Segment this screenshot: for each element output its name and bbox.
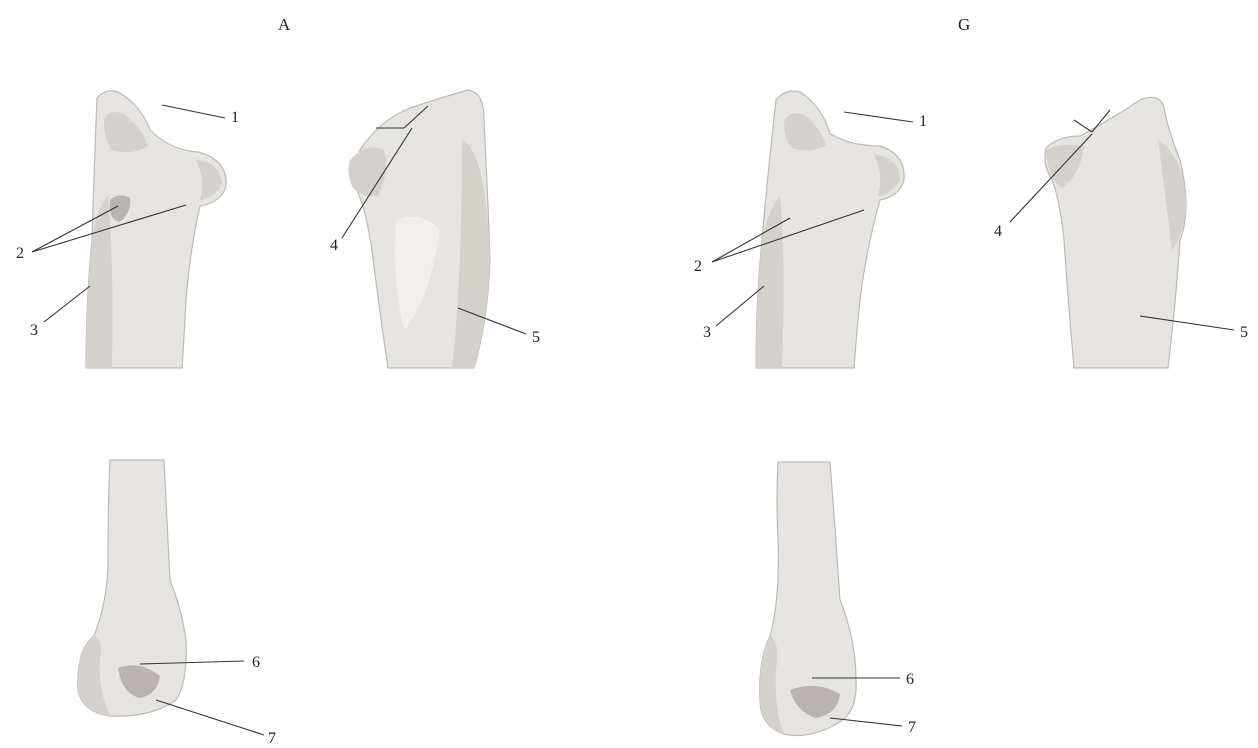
- label-a-6: 6: [252, 654, 260, 671]
- label-g-7: 7: [908, 719, 916, 736]
- label-a-7: 7: [268, 730, 276, 747]
- leader-g-4-tick1: [1074, 120, 1092, 132]
- panel-title-g: G: [958, 15, 970, 34]
- label-a-1: 1: [231, 109, 239, 126]
- bone-g-proximal-view2: [1045, 97, 1186, 368]
- label-g-3: 3: [703, 324, 711, 341]
- label-g-2: 2: [694, 258, 702, 275]
- label-g-5: 5: [1240, 324, 1248, 341]
- leader-a-1: [162, 105, 225, 118]
- label-a-3: 3: [30, 322, 38, 339]
- bone-a-proximal-view2: [348, 90, 490, 368]
- label-a-4: 4: [330, 237, 338, 254]
- label-a-5: 5: [532, 329, 540, 346]
- label-g-1: 1: [919, 113, 927, 130]
- bone-a-distal: [78, 460, 186, 716]
- label-a-2: 2: [16, 245, 24, 262]
- leader-g-1: [844, 112, 913, 122]
- leader-a-7: [156, 700, 264, 735]
- bone-g-distal: [760, 462, 856, 736]
- panel-title-a: A: [278, 15, 291, 34]
- bone-g-proximal-view1: [756, 91, 904, 368]
- leader-a-3: [44, 286, 90, 322]
- label-g-6: 6: [906, 671, 914, 688]
- label-g-4: 4: [994, 223, 1002, 240]
